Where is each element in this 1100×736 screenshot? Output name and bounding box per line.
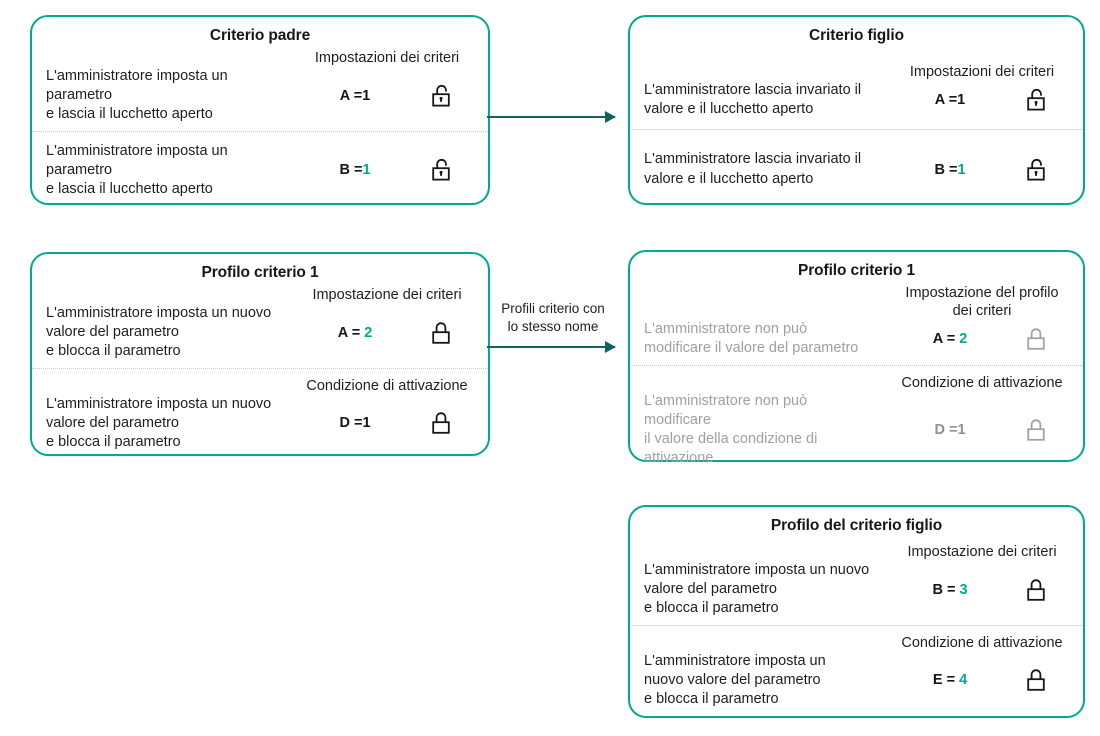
row-key: B [934,161,945,178]
row-equals: = [353,415,363,432]
settings-rows: Impostazioni dei criteri L'amministrator… [32,47,488,205]
settings-rows: Impostazione del profilo dei criteri L'a… [630,282,1083,474]
row-heading: Impostazione dei criteri [312,287,462,303]
table-row: Condizione di attivazione L'amministrato… [630,364,1083,475]
table-row: Condizione di attivazione L'amministrato… [630,624,1083,716]
card-profilo-criterio-1: Profilo criterio 1 Impostazione dei crit… [30,252,490,456]
card-profilo-criterio-figlio: Profilo del criterio figlio Impostazione… [628,505,1085,718]
row-value: A = 2 [300,325,410,341]
row-heading: Condizione di attivazione [901,374,1063,391]
row-number: 1 [957,421,966,438]
row-equals: = [948,92,958,109]
row-description: L'amministratore imposta un parametro e … [46,142,228,197]
arrow-parent-to-child [487,111,616,123]
row-key: A [337,324,348,341]
row-equals: = [948,161,958,178]
row-number: 1 [957,161,966,178]
row-key: B [932,581,943,598]
row-heading: Condizione di attivazione [306,377,468,394]
row-equals: = [351,324,361,341]
card-criterio-padre: Criterio padre Impostazioni dei criteri … [30,15,490,205]
row-description: L'amministratore non può modificare il v… [644,321,859,357]
row-number: 1 [957,92,966,109]
row-number: 1 [362,87,371,104]
card-title: Criterio padre [209,27,311,44]
card-title: Profilo del criterio figlio [770,517,943,534]
row-number: 2 [959,331,968,348]
row-description: L'amministratore lascia invariato il val… [644,82,862,118]
lock-open-icon [1005,87,1069,113]
table-row: Condizione di attivazione L'amministrato… [32,367,488,459]
row-key: A [934,92,945,109]
row-number: 3 [959,581,968,598]
card-title: Criterio figlio [809,27,904,44]
row-key: B [339,162,350,179]
lock-closed-icon [1005,417,1069,443]
row-number: 2 [364,324,373,341]
row-value: B =1 [300,162,410,178]
lock-open-icon [1005,157,1069,183]
row-description: L'amministratore non può modificare il v… [644,392,818,466]
row-heading: Impostazioni dei criteri [909,64,1055,80]
table-row: Impostazioni dei criteri L'amministrator… [32,47,488,131]
row-heading [895,148,1069,150]
row-heading: Impostazione dei criteri [907,544,1057,560]
row-key: A [932,331,943,348]
lock-open-icon [410,157,474,183]
card-title: Profilo criterio 1 [797,262,916,279]
lock-closed-icon [1005,326,1069,352]
arrow-profile-to-applied [487,341,616,353]
row-number: 4 [959,672,968,689]
lock-closed-icon [1005,667,1069,693]
table-row: Impostazione dei criteri L'amministrator… [32,284,488,368]
row-equals: = [946,331,956,348]
row-value: D =1 [300,415,410,431]
lock-open-icon [410,83,474,109]
row-key: A [339,87,350,104]
table-row: L'amministratore imposta un parametro e … [32,130,488,205]
row-description: L'amministratore imposta un nuovo valore… [46,395,272,450]
arrow-label-profili-stesso-nome: Profili criterio con lo stesso nome [501,301,605,334]
row-number: 1 [362,415,371,432]
row-value: A = 2 [895,331,1005,347]
row-equals: = [946,581,956,598]
row-value: B = 3 [895,582,1005,598]
row-description: L'amministratore imposta un nuovo valore… [644,562,870,617]
row-equals: = [353,162,363,179]
row-number: 1 [362,162,371,179]
row-description: L'amministratore imposta un nuovo valore… [644,652,826,707]
row-equals: = [946,672,956,689]
table-row: L'amministratore lascia invariato il val… [630,129,1083,202]
settings-rows: Impostazione dei criteri L'amministrator… [32,284,488,458]
row-value: A =1 [300,88,410,104]
row-value: E = 4 [895,672,1005,688]
lock-closed-icon [410,410,474,436]
card-criterio-figlio: Criterio figlio Impostazioni dei criteri… [628,15,1085,205]
row-equals: = [353,87,363,104]
lock-closed-icon [1005,577,1069,603]
lock-closed-icon [410,320,474,346]
row-heading: Condizione di attivazione [901,634,1063,651]
row-key: E [932,672,943,689]
row-equals: = [948,421,958,438]
row-key: D [934,421,945,438]
row-heading [300,140,474,142]
row-key: D [339,415,350,432]
card-profilo-criterio-1-applicato: Profilo criterio 1 Impostazione del prof… [628,250,1085,466]
table-row: Impostazione dei criteri L'amministrator… [630,537,1083,625]
row-value: A =1 [895,92,1005,108]
table-row: Impostazioni dei criteri L'amministrator… [630,47,1083,129]
settings-rows: Impostazioni dei criteri L'amministrator… [630,47,1083,203]
row-heading: Impostazioni dei criteri [314,50,460,66]
row-description: L'amministratore imposta un nuovo valore… [46,305,272,360]
table-row: Impostazione del profilo dei criteri L'a… [630,282,1083,365]
row-value: D =1 [895,422,1005,438]
settings-rows: Impostazione dei criteri L'amministrator… [630,537,1083,715]
row-heading: Impostazione del profilo dei criteri [905,285,1059,320]
row-value: B =1 [895,162,1005,178]
card-title: Profilo criterio 1 [201,264,319,281]
row-description: L'amministratore lascia invariato il val… [644,151,862,187]
row-description: L'amministratore imposta un parametro e … [46,68,228,123]
